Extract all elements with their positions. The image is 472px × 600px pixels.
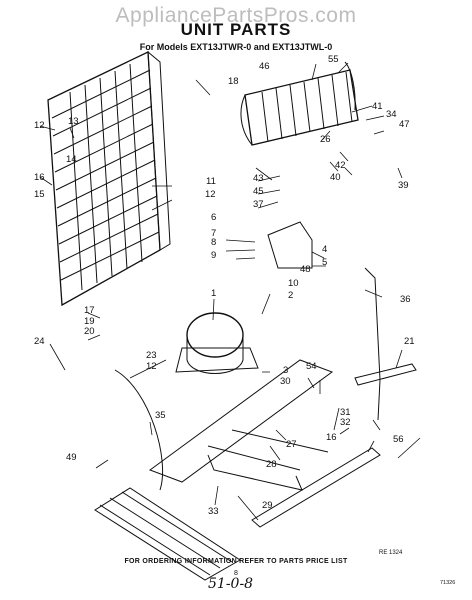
callout-15: 15 [34, 189, 45, 200]
models-subtitle: For Models EXT13JTWR-0 and EXT13JTWL-0 [139, 42, 333, 52]
ordering-information-note: FOR ORDERING INFORMATION REFER TO PARTS … [124, 558, 348, 565]
callout-1: 1 [211, 288, 216, 299]
callout-17: 17 [84, 305, 95, 316]
callout-14: 14 [66, 154, 77, 165]
callout-12c: 12 [146, 361, 157, 372]
callout-41: 41 [372, 101, 383, 112]
callout-35: 35 [155, 410, 166, 421]
callout-27: 27 [286, 439, 297, 450]
callout-39: 39 [398, 180, 409, 191]
callout-32: 32 [340, 417, 351, 428]
callout-31: 31 [340, 407, 351, 418]
callout-2: 2 [288, 290, 293, 301]
callout-29: 29 [262, 500, 273, 511]
callout-24: 24 [34, 336, 45, 347]
bracket-21 [354, 363, 417, 386]
handwritten-note: 51-0-8 [208, 576, 254, 592]
callout-43: 43 [253, 173, 264, 184]
callout-18: 18 [228, 76, 239, 87]
callout-16b: 16 [326, 432, 337, 443]
callout-12b: 12 [205, 189, 216, 200]
callout-8: 8 [211, 237, 216, 248]
callout-37: 37 [253, 199, 264, 210]
evaporator-coil [240, 61, 359, 146]
callout-16a: 16 [34, 172, 45, 183]
callout-19: 19 [84, 316, 95, 327]
corner-code: 71326 [440, 580, 456, 586]
callout-28: 28 [266, 459, 277, 470]
callout-45: 45 [253, 186, 264, 197]
callout-48: 48 [300, 264, 311, 275]
condenser-coil [47, 50, 171, 307]
callout-11: 11 [206, 176, 216, 187]
callout-40: 40 [330, 172, 341, 183]
cord-24 [114, 369, 164, 491]
support-frame [148, 359, 381, 528]
callout-20: 20 [84, 326, 95, 337]
callout-10: 10 [288, 278, 299, 289]
tube-36 [364, 267, 381, 421]
callout-labels: 18 46 55 41 34 47 26 42 40 39 43 45 37 1… [34, 54, 415, 517]
callout-34: 34 [386, 109, 397, 120]
callout-4: 4 [322, 244, 327, 255]
callout-55: 55 [328, 54, 339, 65]
diagram-title: UNIT PARTS [180, 20, 292, 39]
reference-code: RE 1324 [379, 550, 403, 556]
callout-23: 23 [146, 350, 157, 361]
callout-21: 21 [404, 336, 415, 347]
watermark: AppliancePartsPros.com [115, 4, 357, 27]
drain-coil [94, 487, 241, 581]
page-number: 8 [234, 570, 238, 577]
callout-3: 3 [283, 365, 288, 376]
callout-26: 26 [320, 134, 331, 145]
compressor [175, 312, 259, 374]
callout-9: 9 [211, 250, 216, 261]
callout-42: 42 [335, 160, 346, 171]
callout-5: 5 [322, 257, 327, 268]
callout-13: 13 [68, 116, 79, 127]
callout-6: 6 [211, 212, 216, 223]
callout-36: 36 [400, 294, 411, 305]
callout-33: 33 [208, 506, 219, 517]
callout-49: 49 [66, 452, 77, 463]
callout-30: 30 [280, 376, 291, 387]
callout-47: 47 [399, 119, 410, 130]
callout-7: 7 [211, 228, 216, 239]
callout-46: 46 [259, 61, 270, 72]
callout-12a: 12 [34, 120, 45, 131]
callout-54: 54 [306, 361, 317, 372]
callout-56: 56 [393, 434, 404, 445]
relay-bracket [267, 221, 313, 269]
